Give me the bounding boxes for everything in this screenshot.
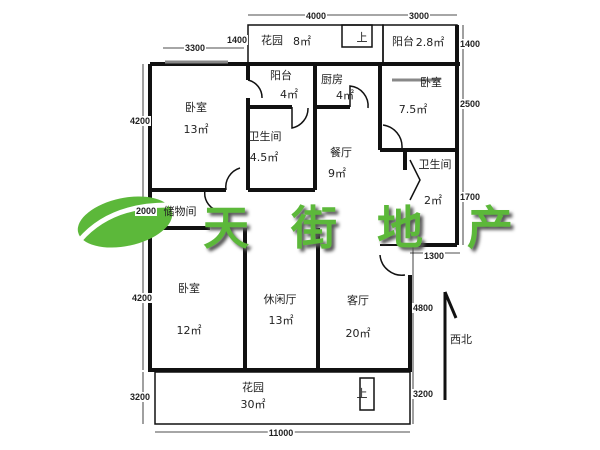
dining-area: 9㎡ [328, 167, 346, 180]
garden-top-area: 8㎡ [293, 35, 311, 48]
bathroom-mid-label: 卫生间 [248, 130, 282, 143]
dim-2000: 2000 [134, 206, 158, 216]
stairs-top-label: 上 [356, 31, 368, 44]
bedroom-sw-area: 12㎡ [176, 324, 202, 337]
garden-bottom-area: 30㎡ [240, 398, 266, 411]
dim-4800: 4800 [411, 303, 435, 313]
dining-label: 餐厅 [330, 146, 352, 159]
bedroom-nw-label: 卧室 [185, 101, 207, 114]
dim-4000: 4000 [304, 11, 328, 21]
dim-right-3200: 3200 [411, 389, 435, 399]
logo-char-3: 地 [377, 201, 423, 255]
dim-left-1400: 1400 [225, 35, 249, 45]
bedroom-ne-area: 7.5㎡ [398, 103, 428, 116]
dim-3300: 3300 [183, 43, 207, 53]
bathroom-e-area: 2㎡ [424, 194, 442, 207]
garden-bottom-label: 花园 [242, 381, 264, 394]
living-area: 20㎡ [345, 327, 371, 340]
dim-11000: 11000 [267, 428, 295, 438]
bedroom-ne-label: 卧室 [420, 76, 442, 89]
balcony-mid-area: 4㎡ [280, 88, 298, 101]
logo-leaf-icon [77, 196, 173, 248]
dim-left-3200: 3200 [128, 392, 152, 402]
dim-left-4200-top: 4200 [128, 116, 152, 126]
dim-3000: 3000 [407, 11, 431, 21]
kitchen-area: 4㎡ [336, 89, 354, 102]
kitchen-label: 厨房 [321, 73, 343, 86]
living-label: 客厅 [347, 294, 369, 307]
balcony-right-label: 阳台 [392, 35, 414, 48]
balcony-mid-label: 阳台 [270, 69, 292, 82]
bathroom-mid-area: 4.5㎡ [249, 151, 279, 164]
logo-char-4: 产 [467, 201, 513, 255]
logo-char-1: 天 [203, 201, 249, 255]
garden-top-label: 花园 [261, 34, 283, 47]
dim-1300: 1300 [422, 251, 446, 261]
bathroom-e-label: 卫生间 [418, 158, 452, 171]
balcony-right-area: 2.8㎡ [415, 36, 445, 49]
lounge-area: 13㎡ [268, 314, 294, 327]
dim-right-1400: 1400 [458, 39, 482, 49]
logo-char-2: 街 [291, 201, 337, 255]
bedroom-nw-area: 13㎡ [183, 123, 209, 136]
lounge-label: 休闲厅 [263, 293, 297, 306]
bedroom-sw-label: 卧室 [178, 282, 200, 295]
dim-1700: 1700 [458, 192, 482, 202]
dim-2500: 2500 [458, 99, 482, 109]
stairs-bottom-label: 上 [356, 387, 368, 400]
compass-label: 西北 [450, 333, 472, 346]
dim-left-4200-bottom: 4200 [130, 293, 154, 303]
storage-label: 储物间 [163, 205, 197, 218]
